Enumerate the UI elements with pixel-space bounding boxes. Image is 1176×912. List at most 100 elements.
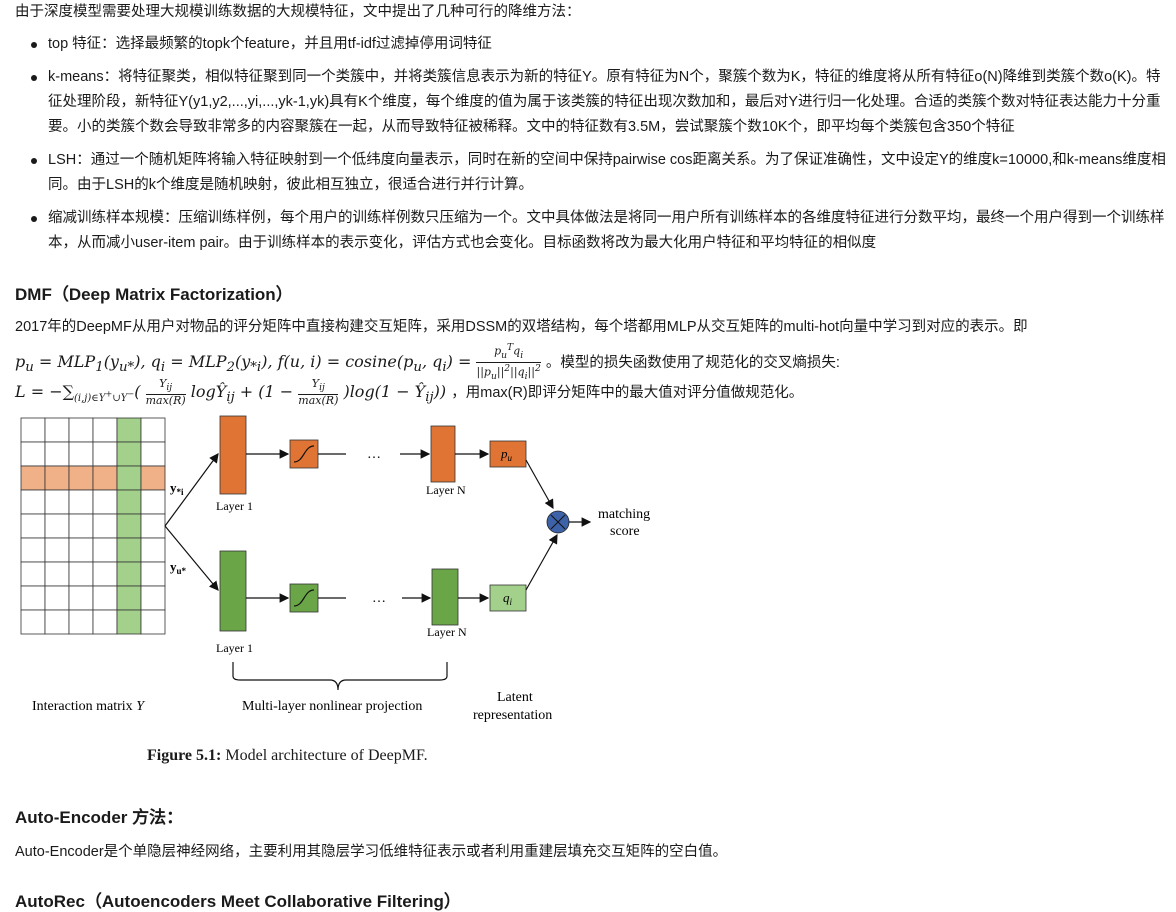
- matrix-cell: [20, 537, 46, 563]
- layerN-item-block: [431, 568, 459, 626]
- list-item: 缩减训练样本规模：压缩训练样例，每个用户的训练样例数只压缩为一个。文中具体做法是…: [15, 206, 1173, 256]
- formula-line-2: L = −∑(i,j)∈Y+∪Y−( Yij max(R) logŶij + (…: [15, 377, 804, 408]
- matrix-cell: [116, 537, 142, 563]
- matrix-cell: [44, 441, 70, 467]
- sigmoid-icon: [293, 589, 315, 607]
- matrix-cell: [68, 489, 94, 515]
- matrix-cell: [92, 513, 118, 539]
- matrix-cell: [44, 585, 70, 611]
- qi-block: [489, 584, 527, 612]
- deepmf-architecture-diagram: y*i yu* Layer 1 Layer N … pu Layer 1 Lay…: [20, 415, 650, 723]
- figure-caption-label: Figure 5.1:: [147, 747, 222, 764]
- formula-1-suffix: 。模型的损失函数使用了规范化的交叉熵损失:: [545, 354, 840, 371]
- label-score: score: [610, 524, 640, 539]
- arrow-to-item-tower: [164, 525, 219, 591]
- matrix-cell: [44, 465, 70, 491]
- label-y-u-star: yu*: [170, 559, 187, 576]
- matrix-cell: [68, 561, 94, 587]
- layer1-item-block: [219, 550, 247, 632]
- list-item: LSH：通过一个随机矩阵将输入特征映射到一个低纬度向量表示，同时在新的空间中保持…: [15, 148, 1173, 198]
- label-representation: representation: [473, 708, 552, 723]
- matrix-cell: [140, 513, 166, 539]
- matrix-cell: [44, 609, 70, 635]
- matrix-cell: [44, 537, 70, 563]
- matrix-cell: [68, 609, 94, 635]
- matrix-cell: [92, 489, 118, 515]
- formula-tower: pu = MLP1(yu*), qi = MLP2(y*i), f(u, i) …: [15, 342, 541, 382]
- arrow-to-user-tower: [164, 453, 219, 527]
- matrix-cell: [140, 417, 166, 443]
- figure-caption: Figure 5.1: Model architecture of DeepMF…: [147, 747, 428, 765]
- matrix-cell: [44, 489, 70, 515]
- matrix-cell: [68, 513, 94, 539]
- matrix-cell: [116, 465, 142, 491]
- figure-caption-text: Model architecture of DeepMF.: [221, 747, 428, 764]
- matrix-cell: [116, 441, 142, 467]
- dmf-paragraph: 2017年的DeepMF从用户对物品的评分矩阵中直接构建交互矩阵，采用DSSM的…: [15, 319, 1028, 335]
- matrix-cell: [140, 489, 166, 515]
- matrix-cell: [44, 561, 70, 587]
- label-dots-bottom: …: [372, 591, 386, 606]
- matrix-cell: [20, 417, 46, 443]
- label-qi: qi: [503, 590, 513, 607]
- label-dots-top: …: [367, 447, 381, 462]
- label-latent: Latent: [497, 690, 533, 705]
- formula-line-1: pu = MLP1(yu*), qi = MLP2(y*i), f(u, i) …: [15, 342, 840, 383]
- autoencoder-heading: Auto-Encoder 方法：: [15, 808, 184, 827]
- projection-brace: [232, 662, 448, 691]
- matrix-cell: [140, 561, 166, 587]
- interaction-matrix: [20, 417, 166, 635]
- matrix-cell: [140, 441, 166, 467]
- layer1-user-block: [219, 415, 247, 495]
- pu-block: [489, 440, 527, 468]
- matrix-cell: [92, 537, 118, 563]
- dimension-reduction-list: top 特征：选择最频繁的topk个feature，并且用tf-idf过滤掉停用…: [15, 32, 1173, 264]
- matrix-cell: [68, 417, 94, 443]
- matrix-cell: [20, 513, 46, 539]
- matrix-cell: [92, 441, 118, 467]
- list-item: top 特征：选择最频繁的topk个feature，并且用tf-idf过滤掉停用…: [15, 32, 1173, 57]
- matrix-cell: [140, 465, 166, 491]
- matrix-cell: [68, 465, 94, 491]
- matrix-cell: [20, 609, 46, 635]
- matrix-cell: [92, 561, 118, 587]
- matrix-cell: [92, 417, 118, 443]
- label-layerN-top: Layer N: [426, 483, 466, 497]
- formula-2-suffix: ，用max(R)即评分矩阵中的最大值对评分值做规范化。: [451, 385, 804, 402]
- formula-loss: L = −∑(i,j)∈Y+∪Y−( Yij max(R) logŶij + (…: [15, 377, 452, 408]
- matrix-cell: [92, 609, 118, 635]
- sigmoid-icon: [293, 445, 315, 463]
- matrix-cell: [68, 585, 94, 611]
- matrix-cell: [20, 561, 46, 587]
- matrix-cell: [116, 489, 142, 515]
- matrix-cell: [44, 417, 70, 443]
- intro-paragraph: 由于深度模型需要处理大规模训练数据的大规模特征，文中提出了几种可行的降维方法：: [15, 4, 581, 20]
- dmf-heading: DMF（Deep Matrix Factorization）: [15, 285, 293, 304]
- label-interaction-matrix: Interaction matrix Y: [32, 699, 146, 714]
- list-item: k-means：将特征聚类，相似特征聚到同一个类簇中，并将类簇信息表示为新的特征…: [15, 65, 1173, 140]
- matrix-cell: [140, 609, 166, 635]
- autoencoder-paragraph: Auto-Encoder是个单隐层神经网络，主要利用其隐层学习低维特征表示或者利…: [15, 844, 728, 860]
- matrix-cell: [116, 561, 142, 587]
- matrix-cell: [116, 417, 142, 443]
- label-layer1-top: Layer 1: [216, 499, 253, 513]
- label-projection: Multi-layer nonlinear projection: [242, 699, 422, 714]
- label-layerN-bottom: Layer N: [427, 625, 467, 639]
- matrix-cell: [116, 609, 142, 635]
- matrix-cell: [92, 465, 118, 491]
- matrix-cell: [116, 513, 142, 539]
- label-matching: matching: [598, 507, 650, 522]
- matrix-cell: [140, 537, 166, 563]
- matrix-cell: [92, 585, 118, 611]
- matrix-cell: [68, 537, 94, 563]
- matrix-cell: [20, 489, 46, 515]
- matrix-cell: [68, 441, 94, 467]
- matrix-cell: [140, 585, 166, 611]
- matrix-cell: [20, 441, 46, 467]
- matrix-cell: [116, 585, 142, 611]
- matrix-cell: [44, 513, 70, 539]
- autorec-heading: AutoRec（Autoencoders Meet Collaborative …: [15, 892, 461, 911]
- label-y-star-i: y*i: [170, 480, 184, 497]
- matrix-cell: [20, 585, 46, 611]
- layerN-user-block: [430, 425, 456, 483]
